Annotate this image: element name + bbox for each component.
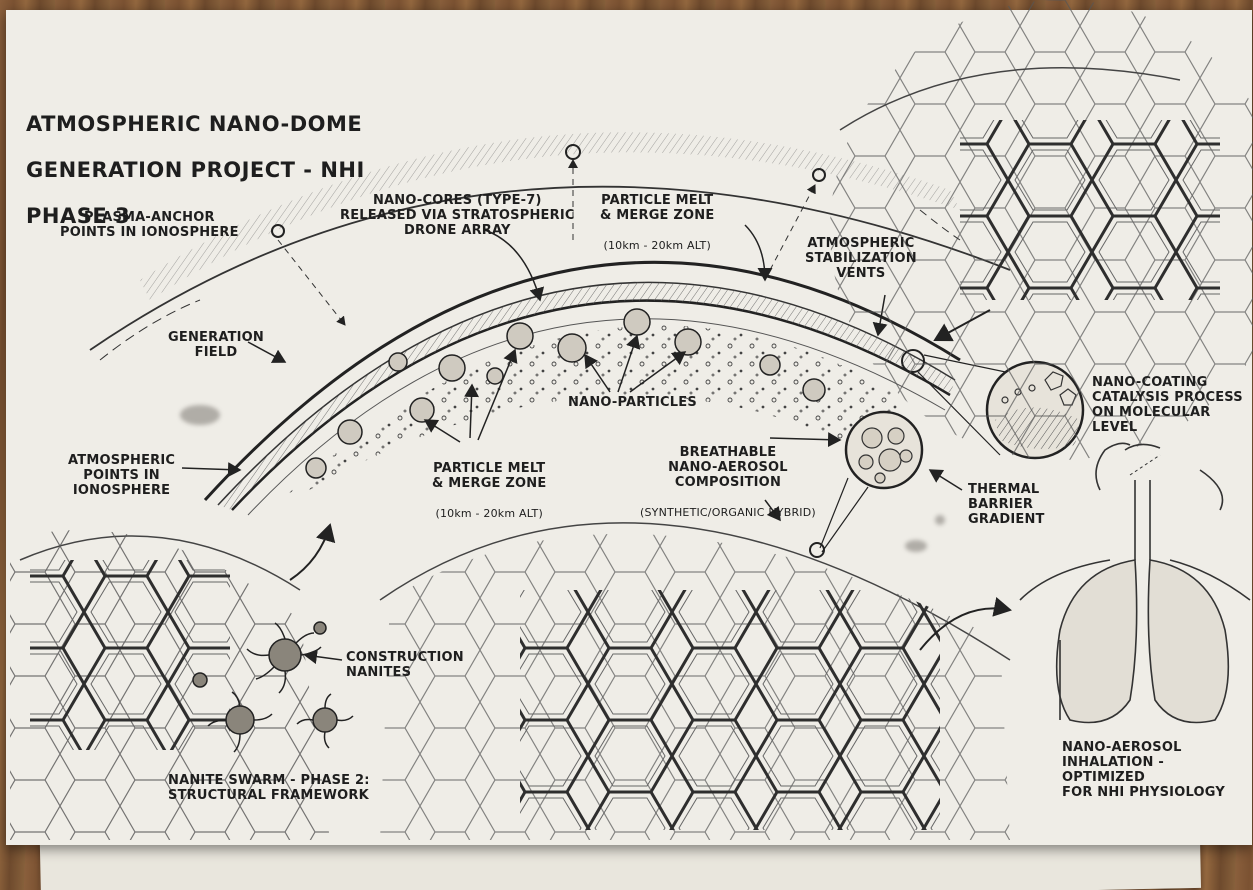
label-melt-mid-alt: (10km - 20km ALT) — [432, 506, 546, 521]
title-line-1: ATMOSPHERIC NANO-DOME — [26, 113, 365, 136]
label-inhalation: NANO-AEROSOL INHALATION - OPTIMIZED FOR … — [1062, 740, 1250, 800]
label-breathable: BREATHABLE NANO-AEROSOL COMPOSITION (SYN… — [640, 430, 816, 535]
label-thermal-barrier: THERMAL BARRIER GRADIENT — [968, 482, 1045, 527]
label-melt-top-alt: (10km - 20km ALT) — [600, 238, 714, 253]
label-nano-coating: NANO-COATING CATALYSIS PROCESS ON MOLECU… — [1092, 375, 1243, 435]
human-lungs-drawing — [1020, 443, 1250, 722]
title-line-2: GENERATION PROJECT - NHI — [26, 159, 365, 182]
label-breathable-sub: (SYNTHETIC/ORGANIC HYBRID) — [640, 505, 816, 520]
label-nano-cores: NANO-CORES (TYPE-7) RELEASED VIA STRATOS… — [340, 193, 575, 238]
label-nanite-swarm: NANITE SWARM - PHASE 2: STRUCTURAL FRAME… — [168, 773, 370, 803]
label-melt-top: PARTICLE MELT & MERGE ZONE (10km - 20km … — [600, 178, 714, 268]
label-breathable-text: BREATHABLE NANO-AEROSOL COMPOSITION — [640, 445, 816, 490]
label-melt-mid-text: PARTICLE MELT & MERGE ZONE — [432, 461, 546, 491]
label-melt-mid: PARTICLE MELT & MERGE ZONE (10km - 20km … — [432, 446, 546, 536]
label-atmospheric-points: ATMOSPHERIC POINTS IN IONOSPHERE — [68, 453, 175, 498]
label-plasma-anchor: PLASMA-ANCHOR POINTS IN IONOSPHERE — [60, 210, 239, 240]
label-construction-nanites: CONSTRUCTION NANITES — [346, 650, 464, 680]
label-melt-top-text: PARTICLE MELT & MERGE ZONE — [600, 193, 714, 223]
label-nano-particles: NANO-PARTICLES — [568, 395, 697, 410]
label-generation-field: GENERATION FIELD — [168, 330, 264, 360]
label-stabilization-vents: ATMOSPHERIC STABILIZATION VENTS — [805, 236, 917, 281]
